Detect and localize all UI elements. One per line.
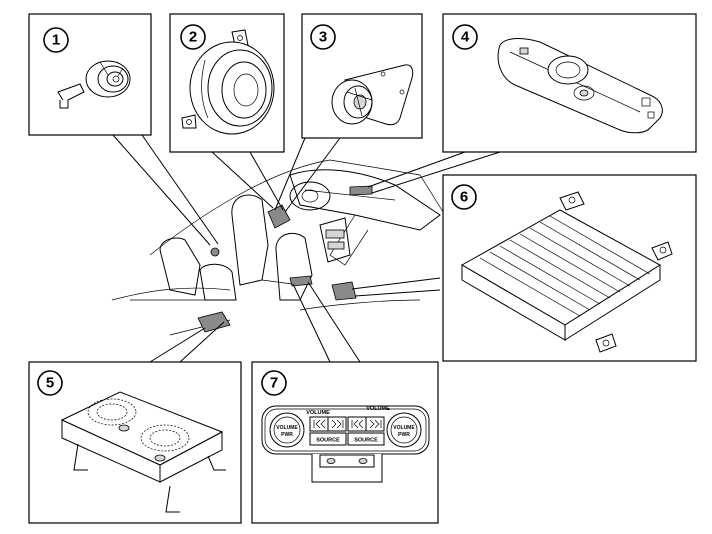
volume-left-label: VOLUME [306, 410, 330, 416]
prev-track-icon [351, 419, 364, 429]
prev-track-icon [313, 419, 326, 429]
right-prev-button[interactable] [347, 416, 367, 432]
car-interior-illustration [111, 159, 446, 336]
callout-box-5: 5 [28, 361, 242, 524]
callout-box-1: 1 [28, 13, 152, 136]
callout-box-6: 6 [442, 174, 697, 362]
amplifier-fins [479, 215, 651, 317]
knob-left-label-line1: VOLUME [276, 425, 298, 431]
source-left-label: SOURCE [316, 438, 340, 444]
source-left-button[interactable] [309, 432, 347, 446]
leader-lines [112, 134, 501, 363]
callout-number-7: 7 [270, 375, 278, 392]
callout-box-7: 7 VOLUME PWR VOLUME PWR VOLUME VOLUME SO… [251, 361, 439, 524]
callout-number-4: 4 [461, 29, 470, 46]
left-prev-button[interactable] [309, 416, 329, 432]
callout-box-2: 2 [169, 13, 285, 153]
next-track-icon [369, 419, 382, 429]
callout-number-6: 6 [460, 189, 468, 206]
knob-left-label-line2: PWR [281, 432, 293, 438]
volume-right-label: VOLUME [366, 406, 390, 412]
source-right-button[interactable] [347, 432, 385, 446]
next-track-icon [331, 419, 344, 429]
callout-box-3: 3 [301, 13, 423, 139]
callout-number-3: 3 [319, 29, 327, 46]
knob-right-label-line2: PWR [398, 432, 410, 438]
callout-box-4: 4 [442, 13, 697, 153]
source-right-label: SOURCE [354, 438, 378, 444]
callout-number-5: 5 [46, 375, 54, 392]
callout-number-2: 2 [189, 29, 197, 46]
knob-right-label-line1: VOLUME [393, 425, 415, 431]
callout-number-1: 1 [52, 32, 60, 49]
